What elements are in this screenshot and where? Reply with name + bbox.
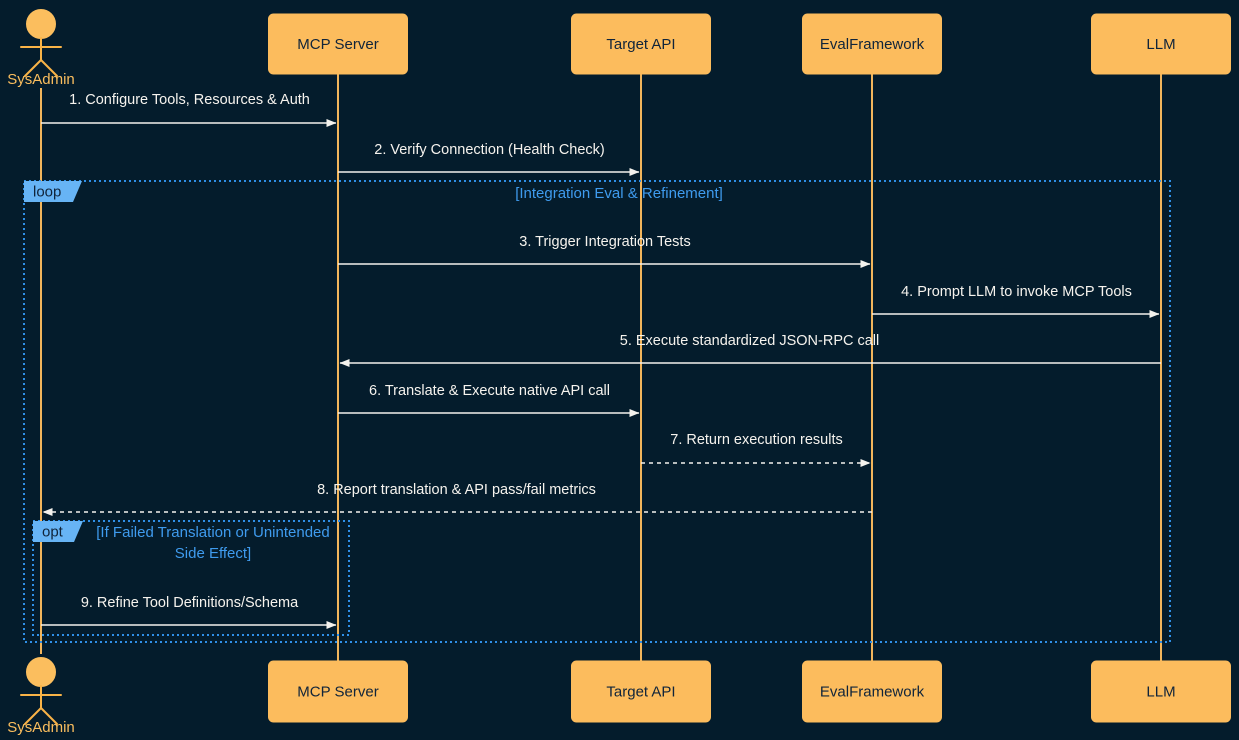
participant-eval-bottom[interactable]: EvalFramework <box>802 660 942 723</box>
participant-api-top[interactable]: Target API <box>571 13 711 75</box>
participant-box[interactable] <box>268 13 408 75</box>
message-1: 1. Configure Tools, Resources & Auth <box>41 92 337 127</box>
message-7: 7. Return execution results <box>641 432 871 467</box>
actor-head-icon <box>26 657 56 687</box>
message-label: 1. Configure Tools, Resources & Auth <box>69 92 310 108</box>
participant-label: MCP Server <box>297 683 378 700</box>
actor-label: SysAdmin <box>7 719 75 736</box>
participant-box[interactable] <box>802 660 942 723</box>
participant-llm-bottom[interactable]: LLM <box>1091 660 1231 723</box>
fragment-border <box>23 180 1171 643</box>
fragment-loop: loop [Integration Eval & Refinement] <box>23 180 1171 643</box>
fragment-title-line: [Integration Eval & Refinement] <box>515 185 723 202</box>
message-label: 3. Trigger Integration Tests <box>519 234 690 250</box>
participant-mcp-top[interactable]: MCP Server <box>268 13 408 75</box>
participant-label: EvalFramework <box>820 36 925 53</box>
message-label: 4. Prompt LLM to invoke MCP Tools <box>901 284 1132 300</box>
messages-layer: 1. Configure Tools, Resources & Auth 2. V… <box>41 92 1161 629</box>
fragment-title-line: Side Effect] <box>175 545 251 562</box>
fragment-tab <box>33 521 83 542</box>
participant-mcp-bottom[interactable]: MCP Server <box>268 660 408 723</box>
participant-label: EvalFramework <box>820 683 925 700</box>
actor-head-icon <box>26 9 56 39</box>
participant-box[interactable] <box>268 660 408 723</box>
participant-box[interactable] <box>571 13 711 75</box>
actor-label: SysAdmin <box>7 71 75 88</box>
message-9: 9. Refine Tool Definitions/Schema <box>41 595 337 629</box>
fragments-layer: loop [Integration Eval & Refinement] opt [I… <box>23 180 1171 643</box>
participant-box[interactable] <box>571 660 711 723</box>
participant-label: LLM <box>1146 683 1175 700</box>
participant-box[interactable] <box>802 13 942 75</box>
participant-api-bottom[interactable]: Target API <box>571 660 711 723</box>
actor-sysadmin-bottom[interactable]: SysAdmin <box>7 657 75 736</box>
actor-leg-right-icon <box>40 59 58 77</box>
fragment-opt: opt [If Failed Translation or UnintendedS… <box>32 520 350 636</box>
message-8: 8. Report translation & API pass/fail me… <box>42 482 872 516</box>
actor-leg-right-icon <box>40 707 58 725</box>
actor-leg-left-icon <box>24 707 42 725</box>
message-label: 5. Execute standardized JSON-RPC call <box>620 333 880 349</box>
participant-box[interactable] <box>1091 660 1231 723</box>
message-4: 4. Prompt LLM to invoke MCP Tools <box>872 284 1160 318</box>
participant-label: LLM <box>1146 36 1175 53</box>
actor-leg-left-icon <box>24 59 42 77</box>
message-2: 2. Verify Connection (Health Check) <box>338 142 640 176</box>
participant-eval-top[interactable]: EvalFramework <box>802 13 942 75</box>
fragment-title-line: [If Failed Translation or Unintended <box>96 524 329 541</box>
fragment-tab-label: loop <box>33 183 61 200</box>
message-6: 6. Translate & Execute native API call <box>338 383 640 417</box>
actor-sysadmin-top[interactable]: SysAdmin <box>7 9 75 88</box>
message-label: 7. Return execution results <box>670 432 842 448</box>
participant-label: Target API <box>606 683 675 700</box>
message-label: 2. Verify Connection (Health Check) <box>374 142 605 158</box>
participant-llm-top[interactable]: LLM <box>1091 13 1231 75</box>
message-label: 8. Report translation & API pass/fail me… <box>317 482 596 498</box>
fragment-tab <box>24 181 82 202</box>
participant-label: MCP Server <box>297 36 378 53</box>
message-label: 6. Translate & Execute native API call <box>369 383 610 399</box>
participant-label: Target API <box>606 36 675 53</box>
lifelines-layer <box>40 74 1162 661</box>
message-3: 3. Trigger Integration Tests <box>338 234 871 268</box>
message-5: 5. Execute standardized JSON-RPC call <box>339 333 1161 367</box>
fragment-tab-label: opt <box>42 523 64 540</box>
participant-box[interactable] <box>1091 13 1231 75</box>
message-label: 9. Refine Tool Definitions/Schema <box>81 595 299 611</box>
